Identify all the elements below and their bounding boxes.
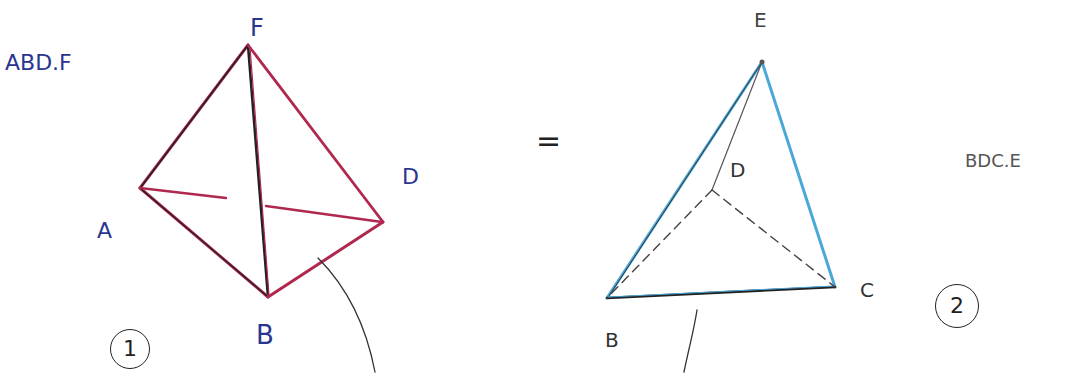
vertex-label: D [730, 160, 745, 180]
edge-eb-ink [609, 62, 762, 296]
callout-circle: 2 [935, 284, 979, 328]
vertex-label: F [250, 16, 264, 40]
apex-dot [760, 60, 765, 65]
callout-number: 2 [950, 295, 964, 317]
equals-sign: = [536, 126, 561, 156]
callout-circle: 1 [110, 329, 150, 369]
vertex-label: B [605, 330, 619, 350]
edge-fb-red [250, 47, 269, 295]
edge-bc [607, 287, 835, 298]
edge-fb [248, 45, 268, 297]
edge-ed [712, 62, 762, 190]
edge-db-hidden [607, 190, 712, 298]
edge-bc-blue [608, 286, 834, 297]
edge-ec [762, 62, 835, 287]
edge-fd [248, 45, 383, 222]
edge-ad-hidden [140, 188, 226, 198]
edge-eb [607, 62, 762, 298]
edge-fa-ink [141, 45, 248, 187]
edge-ab [140, 188, 268, 297]
vertex-label: E [754, 10, 767, 30]
callout-number: 1 [123, 338, 137, 360]
vertex-label: B [256, 322, 274, 348]
figure-name: BDC.E [965, 152, 1021, 170]
vertex-label: A [97, 220, 112, 242]
edge-dc-hidden [712, 190, 835, 287]
leader-line [318, 258, 375, 372]
leader-line [684, 310, 697, 372]
vertex-label: D [402, 166, 419, 188]
edge-ad-hidden [266, 206, 382, 222]
figure-name: ABD.F [5, 52, 72, 74]
vertex-label: C [860, 280, 874, 300]
edge-ab-ink [141, 189, 267, 296]
edge-bd [268, 222, 383, 297]
edge-fa [140, 45, 248, 188]
